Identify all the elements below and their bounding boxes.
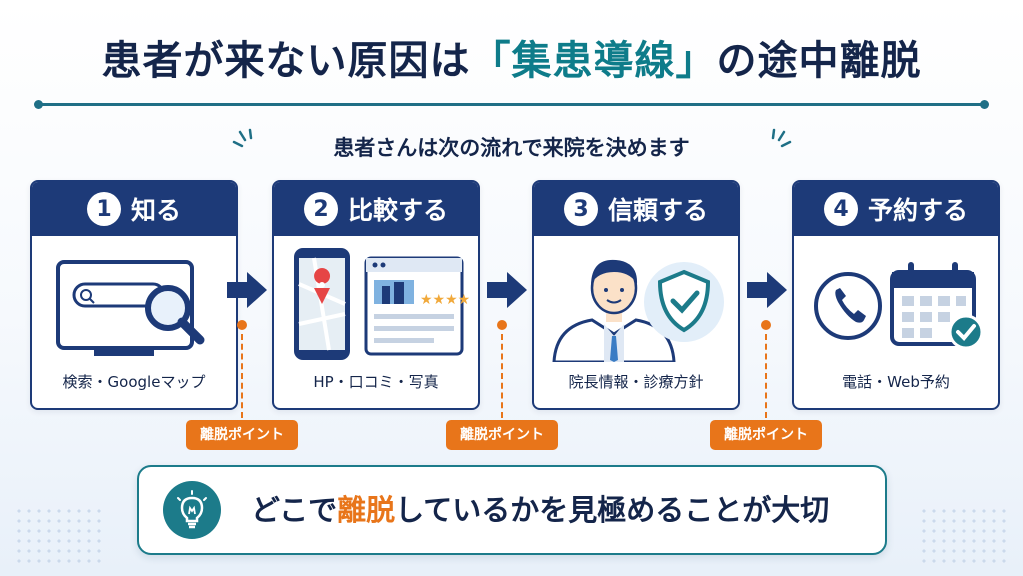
exit-connector	[501, 334, 503, 418]
step-label: 比較する	[347, 196, 448, 225]
title-highlight: 「集患導線」	[470, 38, 717, 84]
decorative-dots	[919, 506, 1009, 566]
title-underline	[34, 100, 989, 109]
exit-marker	[761, 320, 771, 330]
step-card-book: 4 予約する 電話・Web予約	[792, 180, 1000, 410]
phone-icon	[814, 272, 882, 340]
title-pre: 患者が来ない原因は	[101, 38, 471, 84]
step-label: 知る	[130, 196, 181, 225]
shield-check-icon	[644, 262, 724, 342]
step-number: 4	[823, 192, 858, 226]
conclusion-pre: どこで	[251, 493, 338, 527]
exit-connector	[765, 334, 767, 418]
step-caption: 検索・Googleマップ	[62, 373, 206, 391]
step-number: 2	[303, 192, 338, 226]
title-post: の途中離脱	[716, 38, 922, 84]
page-title: 患者が来ない原因は「集患導線」の途中離脱	[0, 28, 1023, 86]
conclusion-box: どこで離脱しているかを見極めることが大切	[137, 465, 887, 555]
exit-point-badge: 離脱ポイント	[186, 420, 298, 450]
flow-subtitle: 患者さんは次の流れで来院を決めます	[333, 136, 690, 160]
exit-connector	[241, 334, 243, 418]
step-card-know: 1 知る 検索・Googleマップ	[30, 180, 238, 410]
step-caption: 院長情報・診療方針	[568, 373, 704, 391]
step-caption: 電話・Web予約	[842, 373, 950, 391]
spark-right-icon	[771, 128, 792, 148]
exit-marker	[237, 320, 247, 330]
step-number: 1	[86, 192, 121, 226]
arrow-right-icon	[747, 272, 787, 308]
decorative-dots	[14, 506, 104, 566]
step-label: 信頼する	[607, 196, 708, 225]
step-caption: HP・口コミ・写真	[313, 373, 439, 391]
step-number: 3	[563, 192, 598, 226]
doctor-icon	[552, 259, 676, 362]
step-label: 予約する	[867, 196, 968, 225]
step-card-trust: 3 信頼する 院長情報・診療方針	[532, 180, 740, 410]
step-header: 1 知る	[32, 182, 236, 236]
step-card-compare: 2 比較する ★★★★ HP・口コミ・写真	[272, 180, 480, 410]
arrow-right-icon	[487, 272, 527, 308]
underline-dot-right	[980, 100, 989, 109]
conclusion-highlight: 離脱	[337, 493, 396, 527]
exit-point-badge: 離脱ポイント	[710, 420, 822, 450]
search-monitor-icon	[56, 260, 205, 356]
review-page-icon: ★★★★	[364, 256, 470, 356]
spark-left-icon	[232, 128, 253, 148]
step-header: 3 信頼する	[534, 182, 738, 236]
svg-text:★★★★: ★★★★	[420, 292, 470, 308]
step-header: 2 比較する	[274, 182, 478, 236]
lightbulb-icon	[163, 481, 221, 539]
exit-point-badge: 離脱ポイント	[446, 420, 558, 450]
arrow-right-icon	[227, 272, 267, 308]
conclusion-text: どこで離脱しているかを見極めることが大切	[251, 467, 829, 553]
smartphone-map-icon	[294, 248, 350, 360]
step-header: 4 予約する	[794, 182, 998, 236]
conclusion-post: しているかを見極めることが大切	[395, 493, 830, 527]
underline-dot-left	[34, 100, 43, 109]
exit-marker	[497, 320, 507, 330]
calendar-check-icon	[890, 262, 984, 350]
